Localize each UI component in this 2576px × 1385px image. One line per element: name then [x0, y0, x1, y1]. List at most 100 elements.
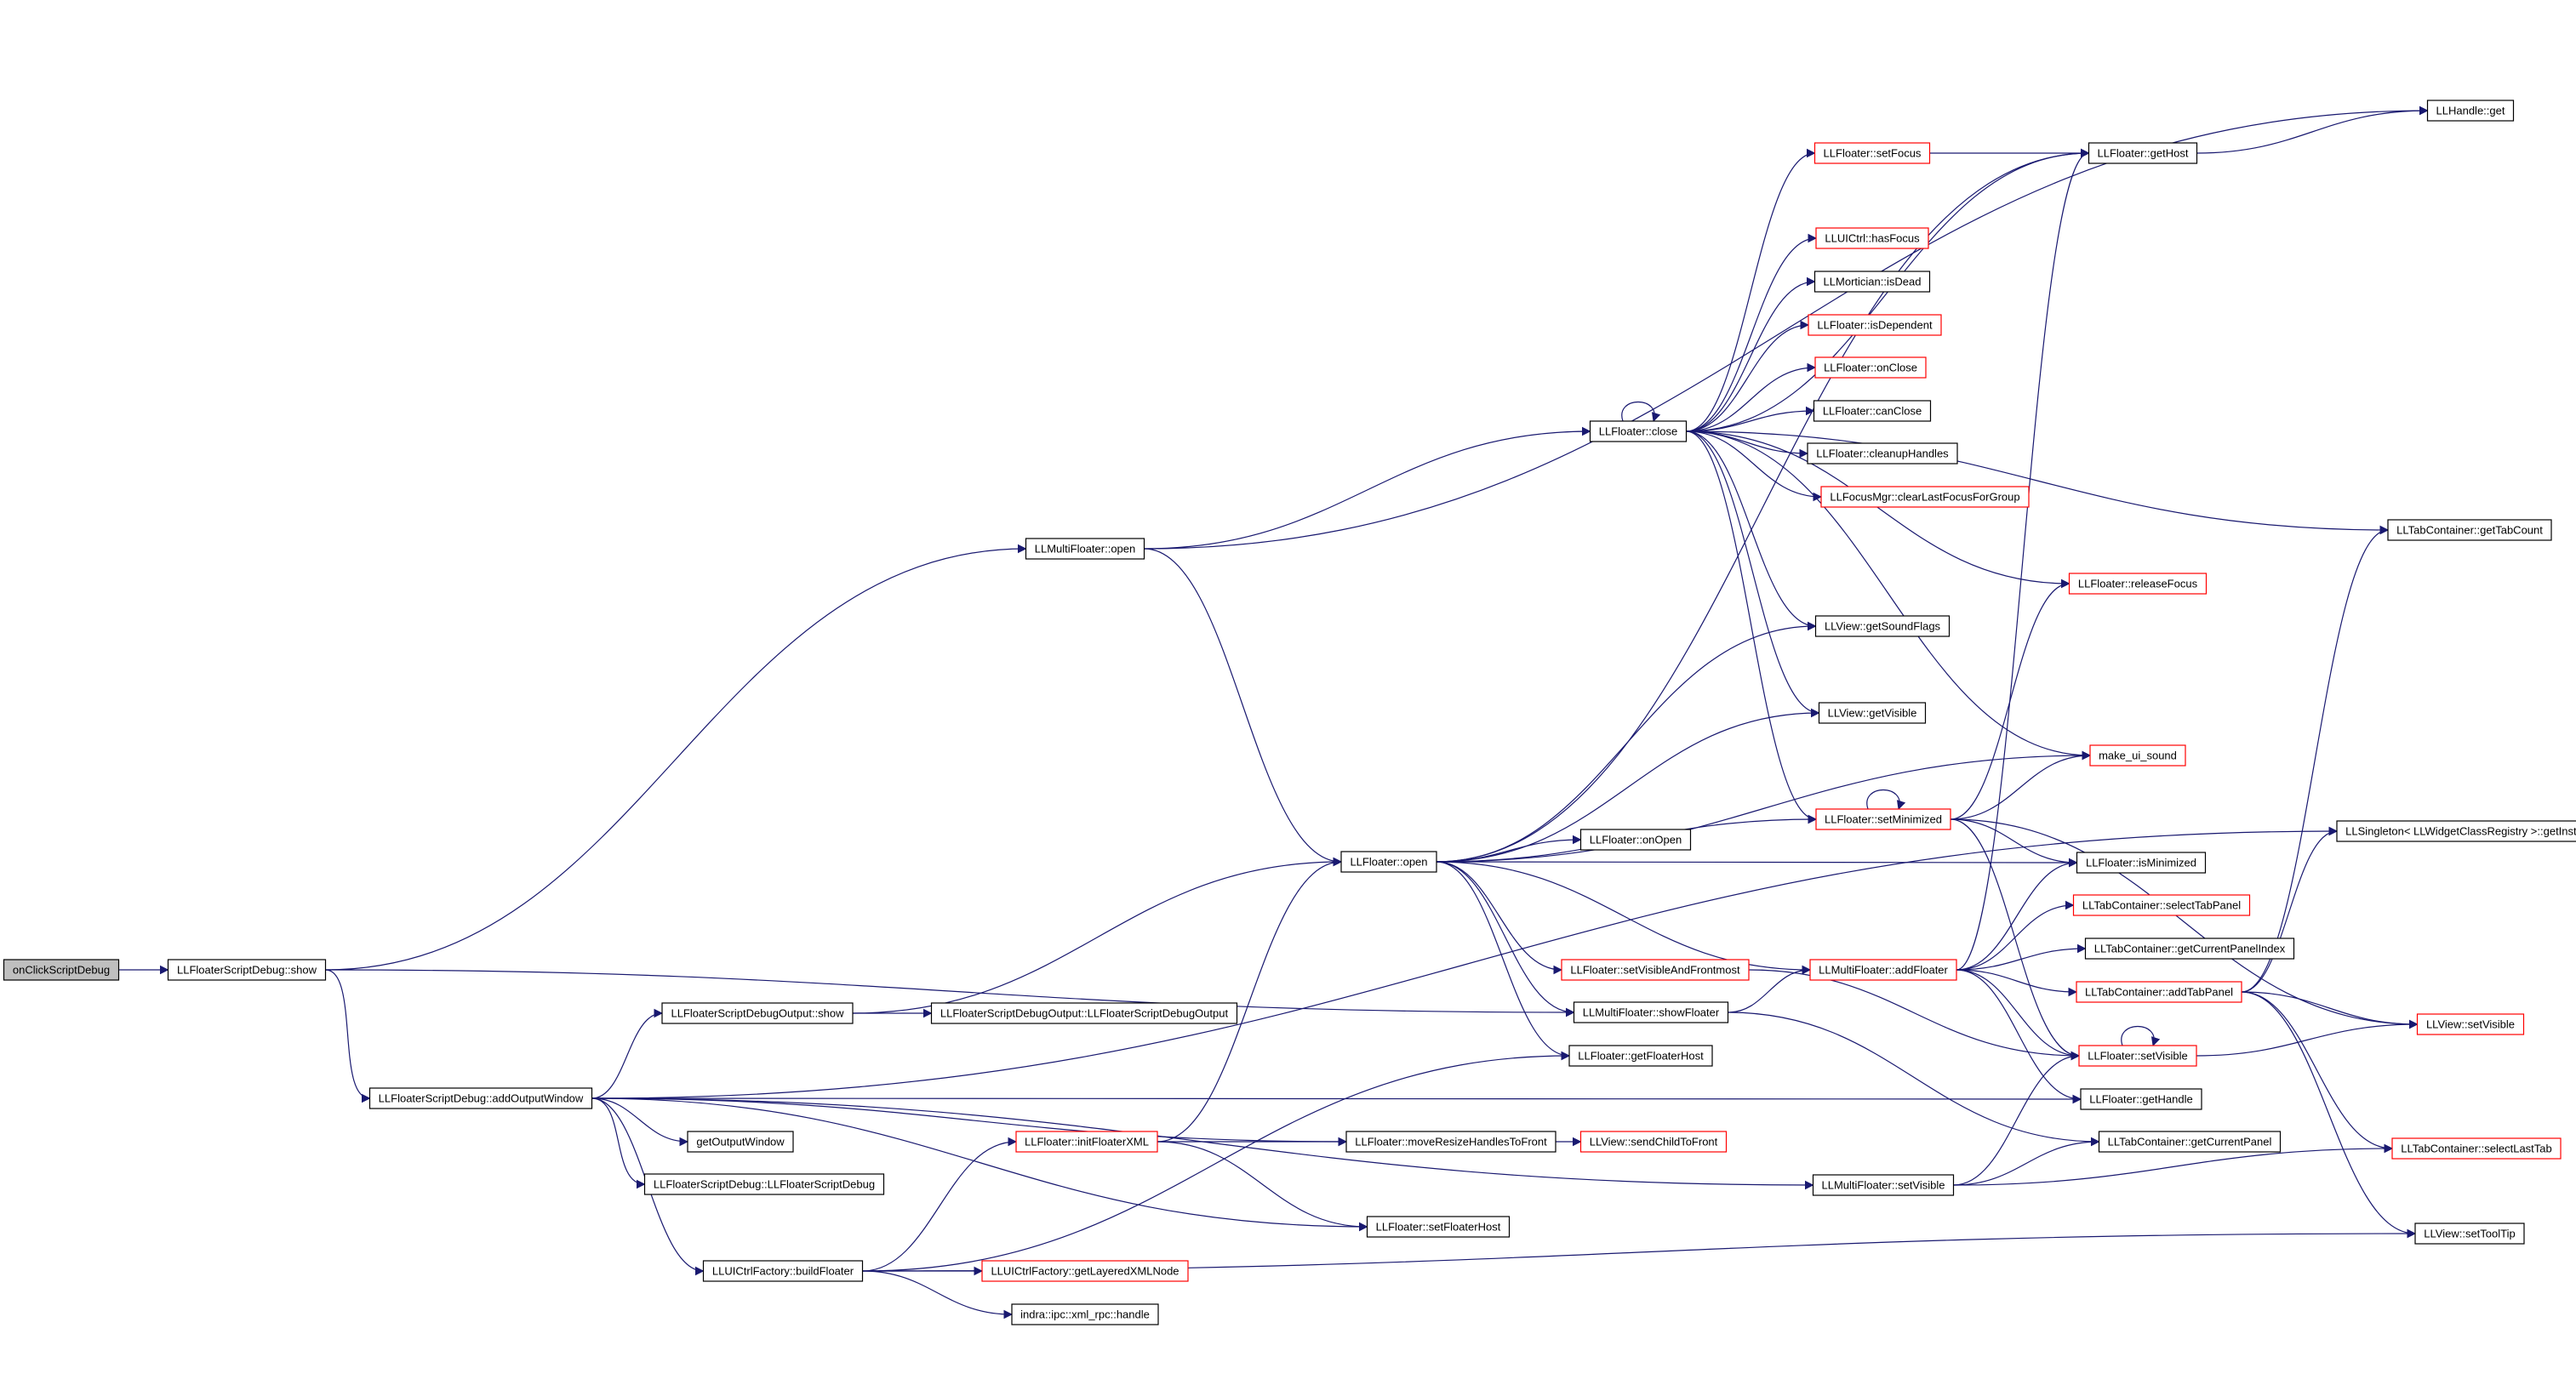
node-moveResize[interactable]: LLFloater::moveResizeHandlesToFront: [1345, 1131, 1556, 1153]
node-box: [167, 959, 327, 981]
node-getInstance[interactable]: LLSingleton< LLWidgetClassRegistry >::ge…: [2336, 820, 2576, 842]
node-setFloaterHost[interactable]: LLFloater::setFloaterHost: [1366, 1216, 1511, 1238]
edge-mfSetVisible-to-getCurrentPanel: [1953, 1137, 2100, 1186]
node-box: [368, 1087, 593, 1109]
edge-addFloater-to-getCurrentPanelIndex: [1956, 943, 2087, 971]
node-isDead[interactable]: LLMortician::isDead: [1813, 271, 1931, 293]
node-addFloater[interactable]: LLMultiFloater::addFloater: [1809, 959, 1957, 981]
node-handleGet[interactable]: LLHandle::get: [2426, 100, 2515, 122]
node-canClose[interactable]: LLFloater::canClose: [1813, 400, 1932, 422]
node-getHost[interactable]: LLFloater::getHost: [2088, 142, 2198, 164]
node-getTabCount[interactable]: LLTabContainer::getTabCount: [2387, 519, 2552, 541]
node-label: LLFloater::canClose: [1823, 405, 1922, 418]
node-label: LLFloaterScriptDebugOutput::LLFloaterScr…: [940, 1007, 1229, 1020]
edge-showFloater-to-getCurrentPanel: [1728, 1012, 2100, 1147]
node-label: LLFloater::releaseFocus: [2078, 578, 2198, 590]
node-box: [1568, 1045, 1713, 1067]
node-getOutputWindow[interactable]: getOutputWindow: [687, 1131, 794, 1153]
node-mfSetVisible[interactable]: LLMultiFloater::setVisible: [1812, 1174, 1955, 1196]
node-onClose[interactable]: LLFloater::onClose: [1814, 356, 1927, 379]
node-ctor[interactable]: LLFloaterScriptDebug::LLFloaterScriptDeb…: [643, 1173, 885, 1195]
node-clearLastFocus[interactable]: LLFocusMgr::clearLastFocusForGroup: [1820, 486, 2030, 508]
node-label: LLTabContainer::selectLastTab: [2401, 1143, 2552, 1155]
node-box: [1589, 420, 1688, 442]
node-box: [1807, 442, 1958, 465]
node-getLayeredXMLNode[interactable]: LLUICtrlFactory::getLayeredXMLNode: [981, 1260, 1189, 1282]
node-label: LLFloater::getHandle: [2089, 1093, 2192, 1106]
node-box: [2426, 100, 2515, 122]
edge-fSetVisible-to-fSetVisible: [2121, 1026, 2161, 1047]
edge-addFloater-to-isMinimized: [1956, 858, 2078, 971]
node-setVisibleAndFrontmost[interactable]: LLFloater::setVisibleAndFrontmost: [1561, 959, 1750, 981]
edge-close-to-setMinimized: [1686, 430, 1818, 824]
node-box: [2076, 852, 2207, 874]
node-addTabPanel[interactable]: LLTabContainer::addTabPanel: [2076, 981, 2242, 1003]
edge-addOutputWindow-to-setFloaterHost: [591, 1097, 1368, 1232]
node-onClickScriptDebug[interactable]: onClickScriptDebug: [3, 959, 120, 981]
edge-mfOpen-to-close: [1144, 426, 1591, 550]
node-label: LLFloater::setVisible: [2088, 1050, 2188, 1063]
node-setFocus[interactable]: LLFloater::setFocus: [1813, 142, 1931, 164]
node-onOpen[interactable]: LLFloater::onOpen: [1579, 829, 1692, 851]
node-box: [1814, 615, 1951, 637]
node-isMinimized[interactable]: LLFloater::isMinimized: [2076, 852, 2207, 874]
node-label: getOutputWindow: [696, 1136, 785, 1148]
node-box: [2084, 938, 2295, 960]
edge-open-to-getHost: [1436, 148, 2090, 863]
node-getHandle[interactable]: LLFloater::getHandle: [2080, 1088, 2202, 1110]
node-label: LLFloater::initFloaterXML: [1025, 1136, 1149, 1148]
node-getCurrentPanel[interactable]: LLTabContainer::getCurrentPanel: [2098, 1131, 2282, 1153]
node-box: [2072, 894, 2251, 916]
node-selectTabPanel[interactable]: LLTabContainer::selectTabPanel: [2072, 894, 2251, 916]
node-releaseFocus[interactable]: LLFloater::releaseFocus: [2068, 573, 2208, 595]
node-setMinimized[interactable]: LLFloater::setMinimized: [1815, 808, 1951, 830]
node-getCurrentPanelIndex[interactable]: LLTabContainer::getCurrentPanelIndex: [2084, 938, 2295, 960]
node-label: onClickScriptDebug: [13, 964, 110, 977]
node-show[interactable]: LLFloaterScriptDebug::show: [167, 959, 327, 981]
node-addOutputWindow[interactable]: LLFloaterScriptDebug::addOutputWindow: [368, 1087, 593, 1109]
edge-setMinimized-to-makeUiSound: [1950, 750, 2092, 820]
node-close[interactable]: LLFloater::close: [1589, 420, 1688, 442]
node-label: LLTabContainer::getCurrentPanelIndex: [2094, 943, 2286, 955]
node-label: LLMultiFloater::setVisible: [1822, 1179, 1945, 1192]
edge-close-to-cleanupHandles: [1686, 430, 1809, 459]
node-label: LLTabContainer::addTabPanel: [2085, 986, 2233, 999]
node-setToolTip[interactable]: LLView::setToolTip: [2414, 1223, 2525, 1245]
node-open[interactable]: LLFloater::open: [1340, 851, 1437, 873]
node-box: [1011, 1303, 1159, 1325]
node-label: LLFloater::setFloaterHost: [1376, 1221, 1501, 1234]
node-box: [1812, 1174, 1955, 1196]
node-getSoundFlags[interactable]: LLView::getSoundFlags: [1814, 615, 1951, 637]
node-hasFocus[interactable]: LLUICtrl::hasFocus: [1815, 227, 1929, 249]
node-xmlrpc[interactable]: indra::ipc::xml_rpc::handle: [1011, 1303, 1159, 1325]
node-selectLastTab[interactable]: LLTabContainer::selectLastTab: [2391, 1137, 2562, 1160]
node-label: LLFloater::getFloaterHost: [1578, 1050, 1704, 1063]
edge-close-to-close: [1621, 402, 1661, 423]
node-mfOpen[interactable]: LLMultiFloater::open: [1025, 538, 1145, 560]
edge-addFloater-to-getHandle: [1956, 969, 2082, 1104]
node-getVisible[interactable]: LLView::getVisible: [1818, 702, 1927, 724]
node-box: [1820, 486, 2030, 508]
node-outCtor[interactable]: LLFloaterScriptDebugOutput::LLFloaterScr…: [930, 1002, 1238, 1024]
node-vSetVisible[interactable]: LLView::setVisible: [2416, 1013, 2525, 1035]
edge-addOutputWindow-to-ctor: [591, 1097, 646, 1189]
node-initFloaterXML[interactable]: LLFloater::initFloaterXML: [1015, 1131, 1158, 1153]
node-isDependent[interactable]: LLFloater::isDependent: [1808, 314, 1942, 336]
node-buildFloater[interactable]: LLUICtrlFactory::buildFloater: [702, 1260, 864, 1282]
node-showFloater[interactable]: LLMultiFloater::showFloater: [1573, 1001, 1729, 1023]
node-sendChildToFront[interactable]: LLView::sendChildToFront: [1579, 1131, 1728, 1153]
edge-addFloater-to-addTabPanel: [1956, 969, 2078, 997]
node-getFloaterHost[interactable]: LLFloater::getFloaterHost: [1568, 1045, 1713, 1067]
node-cleanupHandles[interactable]: LLFloater::cleanupHandles: [1807, 442, 1958, 465]
edge-addOutputWindow-to-moveResize: [591, 1097, 1348, 1147]
node-label: LLFloater::isDependent: [1817, 319, 1933, 332]
edge-open-to-getSoundFlags: [1436, 621, 1817, 863]
node-label: LLFloater::isMinimized: [2086, 857, 2196, 869]
node-makeUiSound[interactable]: make_ui_sound: [2089, 744, 2186, 767]
node-outShow[interactable]: LLFloaterScriptDebugOutput::show: [661, 1002, 854, 1024]
node-label: make_ui_sound: [2099, 749, 2177, 762]
edge-close-to-isDead: [1686, 276, 1816, 432]
node-box: [1025, 538, 1145, 560]
node-fSetVisible[interactable]: LLFloater::setVisible: [2078, 1045, 2197, 1067]
